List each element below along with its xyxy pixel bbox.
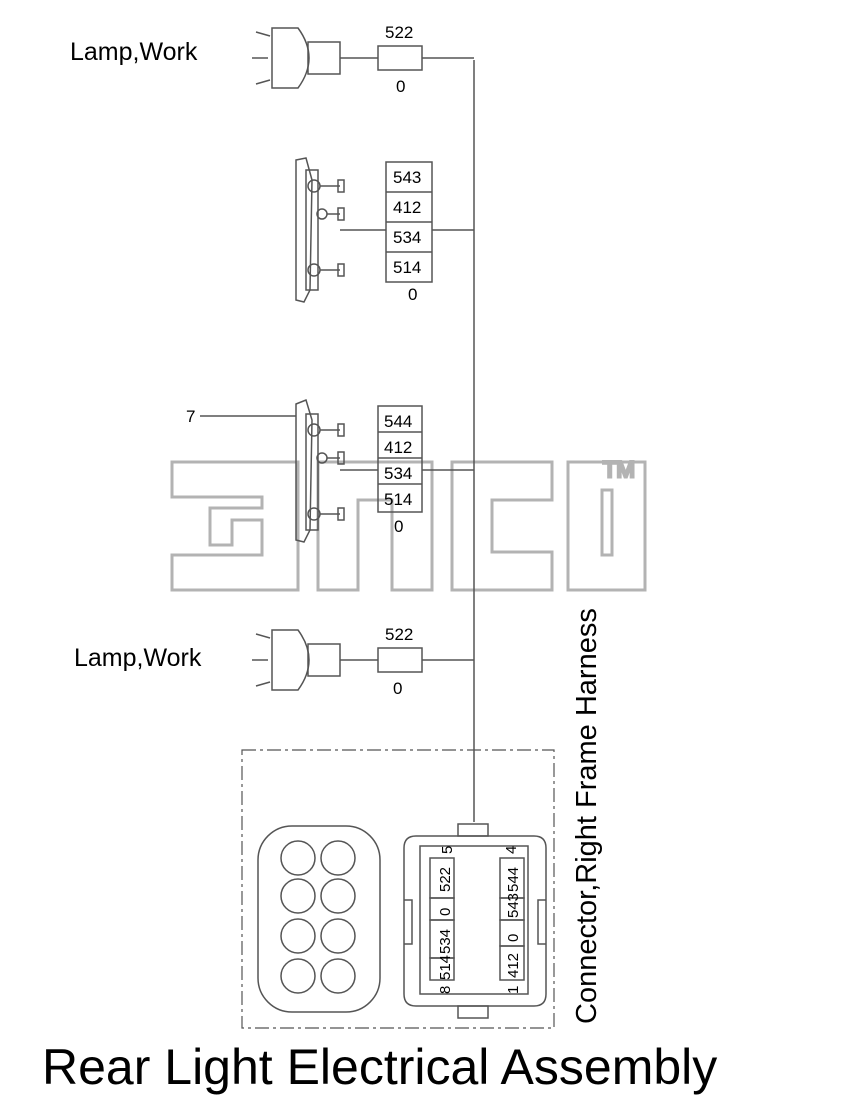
upper-tail-wire-2: 412 (393, 198, 421, 217)
conn-pin-top-right: 4 (503, 846, 520, 854)
lower-tail-wire-4: 514 (384, 490, 412, 509)
upper-tail-wire-3: 534 (393, 228, 421, 247)
lower-tail-wire-2: 412 (384, 438, 412, 457)
upper-tail-wire-4: 514 (393, 258, 421, 277)
top-work-lamp (252, 27, 474, 89)
lower-tail-lamp (200, 398, 474, 543)
top-work-lamp-ground: 0 (396, 77, 405, 96)
connector-mating-face (257, 825, 381, 1013)
harness-label: Connector,Right Frame Harness (571, 608, 603, 1024)
top-work-lamp-wire: 522 (385, 23, 413, 42)
conn-cavity-l2: 0 (437, 908, 454, 916)
upper-tail-ground: 0 (408, 285, 417, 304)
upper-tail-wire-1: 543 (393, 168, 421, 187)
bottom-work-lamp (252, 629, 474, 691)
bottom-work-lamp-ground: 0 (393, 679, 402, 698)
page-title: Rear Light Electrical Assembly (42, 1039, 717, 1095)
conn-cavity-r1: 544 (505, 867, 522, 892)
watermark-tm: TM (603, 457, 635, 482)
conn-pin-bottom-left: 8 (437, 986, 454, 994)
conn-cavity-r2: 543 (505, 893, 522, 918)
conn-cavity-r4: 412 (505, 953, 522, 978)
upper-tail-lamp (295, 157, 474, 303)
lower-tail-callout: 7 (186, 407, 195, 426)
conn-cavity-l4: 514 (437, 955, 454, 980)
conn-cavity-l3: 534 (437, 929, 454, 954)
connector-wire-face (403, 823, 547, 1019)
connector-detail-frame (241, 749, 555, 1029)
lower-tail-ground: 0 (394, 517, 403, 536)
conn-pin-bottom-right: 1 (505, 986, 522, 994)
lower-tail-wire-3: 534 (384, 464, 412, 483)
conn-cavity-r3: 0 (505, 934, 522, 942)
watermark-logo: TM (170, 456, 647, 592)
conn-cavity-l1: 522 (437, 867, 454, 892)
lower-tail-wire-1: 544 (384, 412, 412, 431)
conn-pin-top-left: 5 (439, 846, 456, 854)
top-work-lamp-label: Lamp,Work (70, 38, 198, 66)
bottom-work-lamp-label: Lamp,Work (74, 644, 202, 672)
bottom-work-lamp-wire: 522 (385, 625, 413, 644)
